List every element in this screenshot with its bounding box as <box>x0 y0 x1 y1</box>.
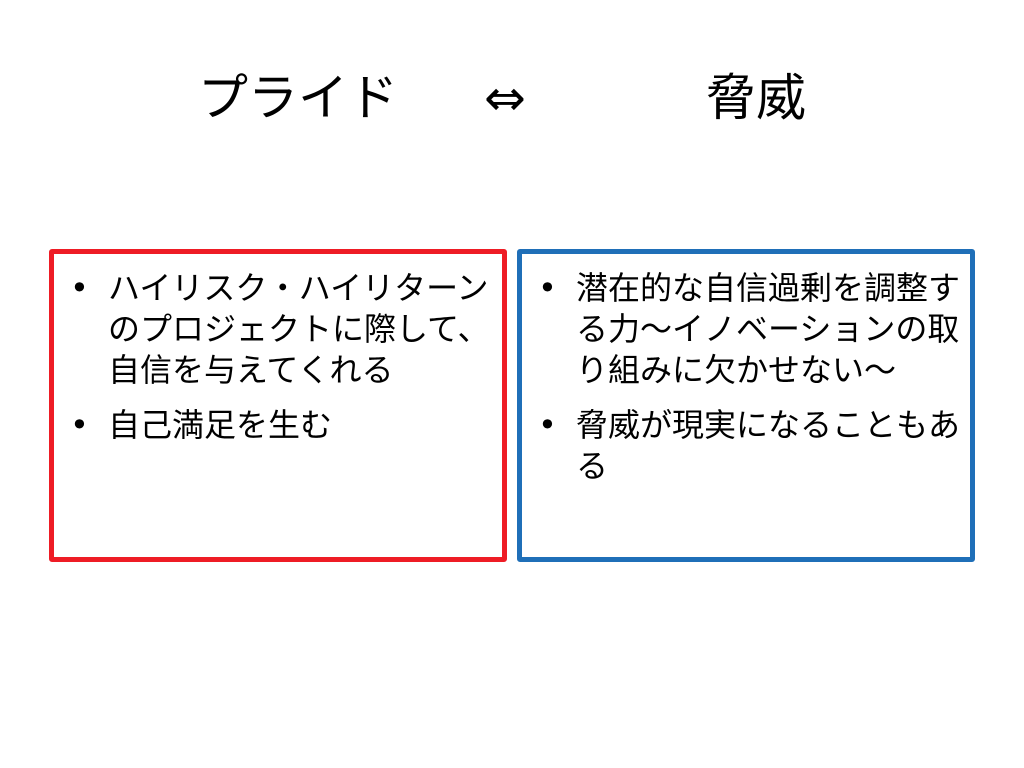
threat-bullet-1: 潜在的な自信過剰を調整する力～イノベーションの取り組みに欠かせない～ <box>534 268 962 391</box>
pride-bullet-2: 自己満足を生む <box>66 405 494 446</box>
title-threat: 脅威 <box>706 69 806 127</box>
title-pride: プライド <box>198 69 398 127</box>
pride-box: ハイリスク・ハイリターンのプロジェクトに際して、自信を与えてくれる 自己満足を生… <box>49 249 507 562</box>
threat-box: 潜在的な自信過剰を調整する力～イノベーションの取り組みに欠かせない～ 脅威が現実… <box>517 249 975 562</box>
threat-bullet-2: 脅威が現実になることもある <box>534 405 962 487</box>
threat-bullet-list: 潜在的な自信過剰を調整する力～イノベーションの取り組みに欠かせない～ 脅威が現実… <box>534 268 962 487</box>
pride-bullet-1: ハイリスク・ハイリターンのプロジェクトに際して、自信を与えてくれる <box>66 268 494 391</box>
slide-title: プライド ⇔ 脅威 <box>0 58 1024 138</box>
title-bidirectional-arrow: ⇔ <box>484 69 526 127</box>
pride-bullet-list: ハイリスク・ハイリターンのプロジェクトに際して、自信を与えてくれる 自己満足を生… <box>66 268 494 446</box>
